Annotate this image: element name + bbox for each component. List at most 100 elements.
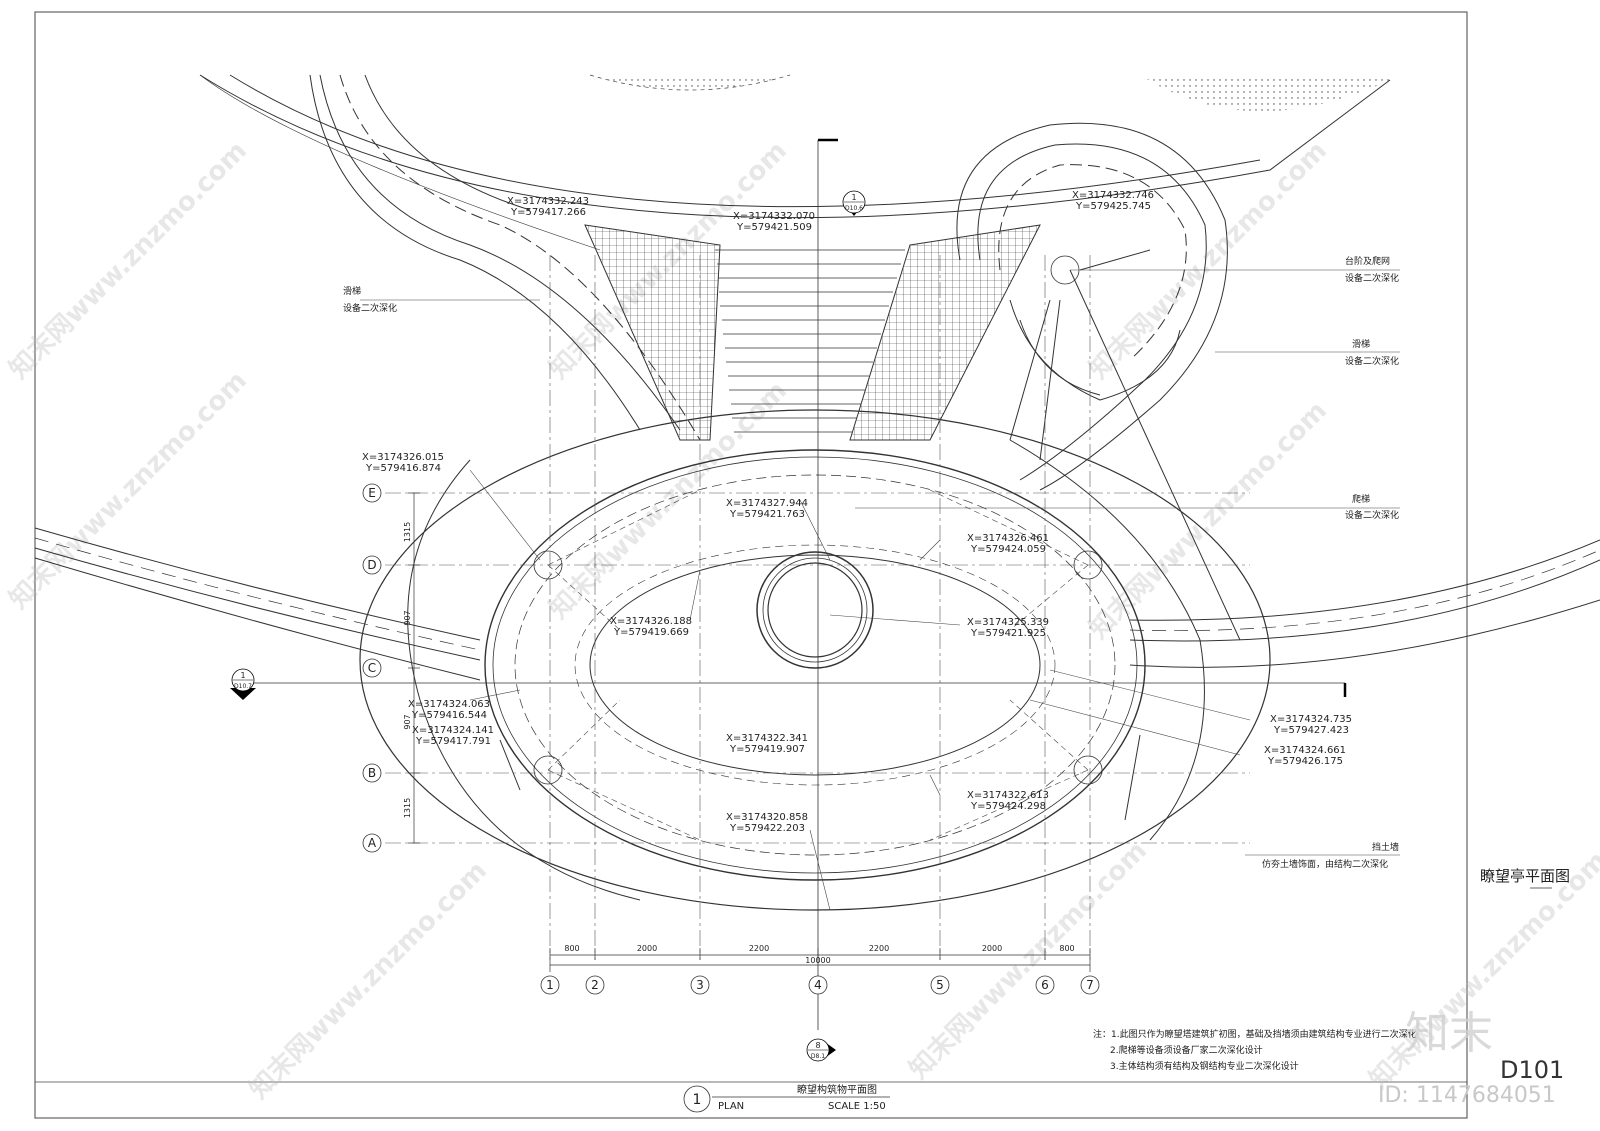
coord-y: Y=579421.763 — [729, 509, 805, 520]
coord-y: Y=579425.745 — [1075, 201, 1151, 212]
col-dim: 800 — [564, 944, 579, 953]
coord-x: X=3174320.858 — [726, 812, 808, 823]
note-line: 2.爬梯等设备须设备厂家二次深化设计 — [1110, 1044, 1263, 1056]
row-label: A — [368, 836, 377, 850]
section-mark-left: 1 D10.7 — [230, 668, 256, 700]
row-dimensions: 1315 907 907 1315 — [403, 492, 420, 844]
section-mark-bottom: 8 D8.1 — [806, 1038, 836, 1062]
col-label: 6 — [1041, 978, 1049, 992]
drawing-title-block: 1 瞭望构筑物平面图 PLAN SCALE 1:50 — [683, 1083, 890, 1113]
right-climbing-net — [849, 224, 1041, 441]
sheet-number: D101 — [1500, 1056, 1564, 1084]
top-planting-hatch — [590, 75, 790, 90]
coord-y: Y=579424.298 — [970, 801, 1046, 812]
row-dim: 907 — [403, 610, 412, 625]
col-label: 3 — [696, 978, 704, 992]
drawing-title-cn: 瞭望构筑物平面图 — [797, 1083, 877, 1096]
coord-y: Y=579417.266 — [510, 207, 586, 218]
row-dim: 1315 — [403, 522, 412, 542]
coord-y: Y=579421.925 — [970, 628, 1046, 639]
retaining-wall — [407, 439, 1205, 901]
coord-x: X=3174322.341 — [726, 733, 808, 744]
watermark-text: 知末网www.znzmo.com — [4, 136, 253, 385]
coord-y: Y=579419.907 — [729, 744, 805, 755]
col-dim: 2200 — [869, 944, 889, 953]
drawing-title-en: PLAN — [718, 1101, 744, 1112]
row-axis-bubbles: E D C B A — [362, 483, 382, 853]
image-id-watermark: ID: 1147684051 — [1378, 1083, 1556, 1108]
label-steps-net-note: 设备二次深化 — [1345, 272, 1399, 284]
note-line: 3.主体结构须有结构及钢结构专业二次深化设计 — [1110, 1060, 1299, 1072]
central-opening — [756, 551, 874, 669]
coord-y: Y=579417.791 — [415, 736, 491, 747]
design-notes: 注：1.此图只作为瞭望塔建筑扩初图，基础及挡墙须由建筑结构专业进行二次深化 2.… — [1093, 1028, 1417, 1072]
col-dim: 2200 — [749, 944, 769, 953]
coord-x: X=3174322.613 — [967, 790, 1049, 801]
section-mark-top: 1 D10.6 — [842, 190, 866, 216]
coord-x: X=3174325.339 — [967, 617, 1049, 628]
coord-y: Y=579424.059 — [970, 544, 1046, 555]
row-label: C — [368, 661, 376, 675]
coord-y: Y=579421.509 — [736, 222, 812, 233]
callout-labels: 滑梯 设备二次深化 台阶及爬网 设备二次深化 滑梯 设备二次深化 爬梯 设备二次… — [343, 255, 1399, 870]
coord-y: Y=579422.203 — [729, 823, 805, 834]
col-dim: 2000 — [637, 944, 657, 953]
row-label: E — [368, 486, 376, 500]
coord-x: X=3174324.661 — [1264, 745, 1346, 756]
coord-y: Y=579426.175 — [1267, 756, 1343, 767]
label-ladder-note: 设备二次深化 — [1345, 509, 1399, 521]
left-path-band — [34, 527, 481, 681]
grid-lines-horizontal — [385, 492, 1250, 844]
coord-x: X=3174327.944 — [726, 498, 808, 509]
grid-lines-vertical — [549, 255, 1091, 960]
row-label: D — [367, 558, 376, 572]
watermark-text: 知末网www.znzmo.com — [244, 856, 493, 1105]
col-dim: 800 — [1059, 944, 1074, 953]
coord-x: X=3174332.746 — [1072, 190, 1154, 201]
coord-y: Y=579427.423 — [1273, 725, 1349, 736]
label-retaining-wall-note: 仿夯土墙饰面，由结构二次深化 — [1262, 858, 1388, 870]
label-slide-left: 滑梯 — [343, 285, 361, 297]
column-dimension-text: 800 2000 2200 2200 2000 800 10000 — [564, 944, 1074, 965]
coordinate-annotations: X=3174332.243 Y=579417.266 X=3174332.070… — [362, 190, 1352, 834]
label-slide-right: 滑梯 — [1352, 338, 1370, 350]
left-climbing-net — [584, 224, 721, 441]
central-steps — [715, 249, 905, 433]
coord-y: Y=579416.874 — [365, 463, 441, 474]
row-dim: 1315 — [403, 798, 412, 818]
section-num: 1 — [240, 671, 245, 680]
label-ladder: 爬梯 — [1352, 493, 1370, 505]
right-spiral-slide — [956, 122, 1241, 641]
row-dim: 907 — [403, 714, 412, 729]
note-line: 注：1.此图只作为瞭望塔建筑扩初图，基础及挡墙须由建筑结构专业进行二次深化 — [1093, 1028, 1417, 1040]
col-dim: 2000 — [982, 944, 1002, 953]
platform-outline — [359, 409, 1271, 911]
total-dim: 10000 — [805, 956, 830, 965]
label-retaining-wall: 挡土墙 — [1372, 841, 1399, 853]
col-label: 7 — [1086, 978, 1094, 992]
label-slide-right-note: 设备二次深化 — [1345, 355, 1399, 367]
coord-x: X=3174326.461 — [967, 533, 1049, 544]
coord-x: X=3174324.141 — [412, 725, 494, 736]
coord-y: Y=579416.544 — [411, 710, 487, 721]
label-steps-net: 台阶及爬网 — [1345, 255, 1390, 267]
col-label: 5 — [936, 978, 944, 992]
col-label: 2 — [591, 978, 599, 992]
coord-y: Y=579419.669 — [613, 627, 689, 638]
section-ref: D8.1 — [811, 1053, 825, 1060]
watermark-text: 知末网www.znzmo.com — [1084, 136, 1333, 385]
diagonal-bracing — [547, 489, 1089, 841]
coord-x: X=3174324.063 — [408, 699, 490, 710]
coord-x: X=3174332.070 — [733, 211, 815, 222]
col-label: 4 — [814, 978, 822, 992]
section-num: 8 — [815, 1041, 820, 1050]
sheet-side-title: 瞭望亭平面图 — [1480, 867, 1570, 885]
column-dimensions — [549, 948, 1091, 972]
section-num: 1 — [851, 193, 856, 202]
right-path-band — [1129, 539, 1600, 668]
col-label: 1 — [546, 978, 554, 992]
section-ref: D10.7 — [234, 683, 252, 690]
drawing-scale: SCALE 1:50 — [828, 1101, 886, 1112]
top-right-planting-hatch — [1140, 75, 1390, 112]
